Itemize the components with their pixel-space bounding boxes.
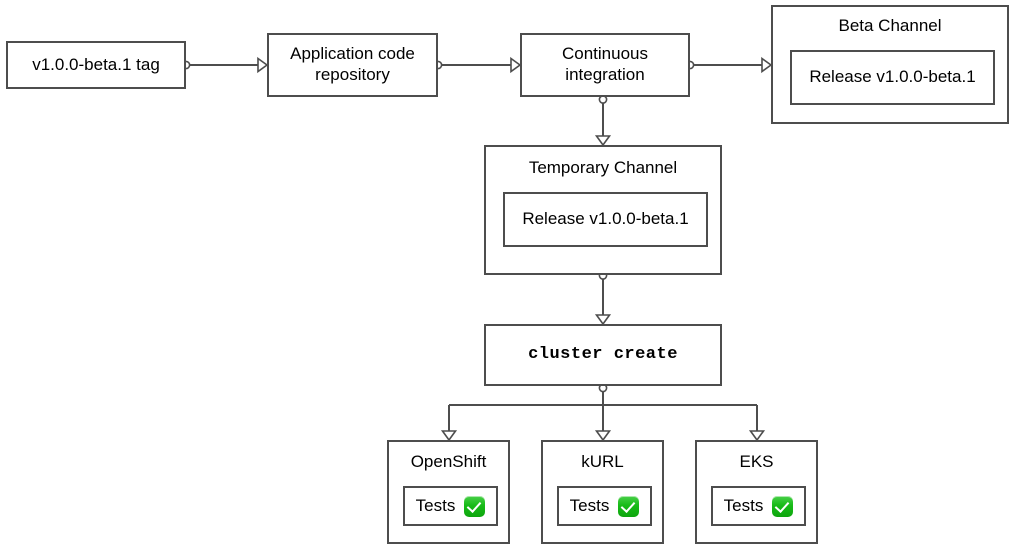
- edge-temporary-channel-to-cluster-create: [594, 271, 612, 326]
- node-beta-channel[interactable]: Beta Channel Release v1.0.0-beta.1: [771, 5, 1009, 124]
- node-beta-channel-release[interactable]: Release v1.0.0-beta.1: [790, 50, 995, 105]
- node-version-tag[interactable]: v1.0.0-beta.1 tag: [6, 41, 186, 89]
- check-mark-button-icon: [618, 495, 640, 517]
- edge-repo-to-ci: [433, 56, 522, 74]
- node-target-eks-title: EKS: [739, 452, 774, 471]
- tests-label-eks: Tests: [723, 495, 764, 515]
- node-continuous-integration-label: Continuous integration: [561, 44, 648, 84]
- node-target-kurl-tests[interactable]: Tests: [557, 486, 652, 526]
- edge-tag-to-repo: [181, 56, 269, 74]
- node-temporary-channel-release-label: Release v1.0.0-beta.1: [522, 209, 689, 229]
- node-temporary-channel-release[interactable]: Release v1.0.0-beta.1: [503, 192, 708, 247]
- tests-label-kurl: Tests: [569, 495, 610, 515]
- node-target-eks[interactable]: EKS Tests: [695, 440, 818, 544]
- node-target-eks-tests[interactable]: Tests: [711, 486, 806, 526]
- node-beta-channel-title: Beta Channel: [838, 16, 942, 35]
- node-target-openshift-tests[interactable]: Tests: [403, 486, 498, 526]
- node-temporary-channel-title: Temporary Channel: [528, 158, 678, 177]
- tests-status-kurl: Tests: [569, 495, 640, 517]
- node-beta-channel-release-label: Release v1.0.0-beta.1: [809, 67, 976, 87]
- node-cluster-create[interactable]: cluster create: [484, 324, 722, 386]
- node-application-code-repository-label: Application code repository: [290, 44, 415, 84]
- node-continuous-integration[interactable]: Continuous integration: [520, 33, 690, 97]
- node-application-code-repository[interactable]: Application code repository: [267, 33, 438, 97]
- node-target-kurl-title: kURL: [581, 452, 624, 471]
- tests-status-eks: Tests: [723, 495, 794, 517]
- node-cluster-create-label: cluster create: [528, 344, 678, 364]
- edge-ci-to-temporary-channel: [594, 95, 612, 147]
- node-target-openshift[interactable]: OpenShift Tests: [387, 440, 510, 544]
- node-target-kurl[interactable]: kURL Tests: [541, 440, 664, 544]
- edge-cluster-create-to-targets: [440, 383, 766, 442]
- edge-ci-to-beta-channel: [685, 56, 773, 74]
- tests-status-openshift: Tests: [415, 495, 486, 517]
- node-version-tag-label: v1.0.0-beta.1 tag: [32, 54, 160, 74]
- check-mark-button-icon: [772, 495, 794, 517]
- node-target-openshift-title: OpenShift: [410, 452, 487, 471]
- node-temporary-channel[interactable]: Temporary Channel Release v1.0.0-beta.1: [484, 145, 722, 275]
- tests-label-openshift: Tests: [415, 495, 456, 515]
- check-mark-button-icon: [464, 495, 486, 517]
